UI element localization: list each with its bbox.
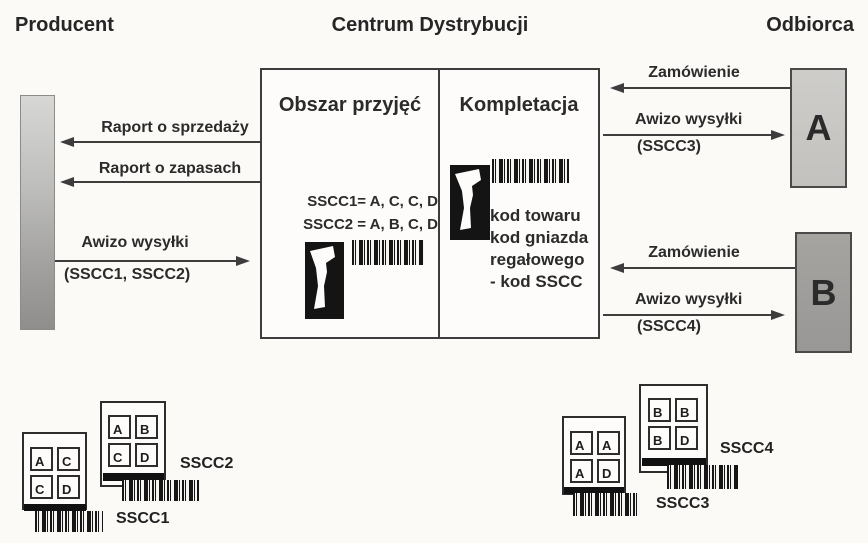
barcode-graphic [352,240,424,265]
receiver-b-order-label: Zamówienie [648,244,740,261]
pallet-sscc2: A B C D [100,401,166,487]
pallet-sscc4-label: SSCC4 [720,440,774,457]
case-letter: D [135,443,158,467]
pallet-cases: A A A D [570,431,620,483]
receiver-b-dispatch-label: Awizo wysyłki [635,291,743,308]
receiver-a-dispatch-label: Awizo wysyłki [635,111,743,128]
arrow-line [621,267,797,269]
pallet-cases: A B C D [108,415,158,467]
arrow-dispatch-a [603,130,785,140]
arrow-line [55,260,239,262]
receiver-a-dispatch-sscc-label: (SSCC3) [637,138,702,155]
receiver-b-letter: B [810,271,837,313]
pallet-cases: A C C D [30,447,80,499]
producer-heading: Producent [15,14,114,36]
sscc1-contents: SSCC1= A, C, C, D [307,193,438,210]
barcode-scanner-icon [450,165,490,240]
sscc3-barcode [573,493,640,516]
sscc4-barcode [667,465,738,489]
pallet-base-bar [564,487,624,494]
arrow-dispatch-b [603,310,785,320]
sscc1-barcode [35,511,103,532]
arrow-sales-report [60,137,260,147]
arrow-line [621,87,790,89]
arrow-head [236,256,250,266]
barcode-graphic [492,159,569,183]
producer-dispatch-sscc-label: (SSCC1, SSCC2) [64,266,191,283]
case-letter: B [648,398,671,422]
pallet-base-bar [642,458,706,466]
case-letter: B [675,398,698,422]
picking-code-line: - kod SSCC [490,272,583,291]
picking-code-line: kod towaru [490,206,581,225]
case-letter: D [597,459,620,483]
arrow-line [603,134,774,136]
sscc2-contents: SSCC2 = A, B, C, D [303,216,438,233]
case-letter: D [675,426,698,450]
picking-codes-text: kod towaru kod gniazda regałowego - kod … [490,205,600,293]
pallet-base-bar [103,473,164,481]
producer-warehouse-bar [20,95,55,330]
receiver-a-letter: A [805,107,832,148]
case-letter: A [570,431,593,455]
case-letter: A [108,415,131,439]
arrow-head [610,83,624,93]
arrow-head [610,263,624,273]
case-letter: B [648,426,671,450]
pallet-sscc3-label: SSCC3 [656,495,710,512]
pallet-sscc2-label: SSCC2 [180,455,234,472]
picking-code-line: regałowego [490,250,585,269]
arrow-order-b [610,263,797,273]
barcode-scanner-icon [305,242,344,319]
sscc-contents-text: SSCC1= A, C, C, D SSCC2 = A, B, C, D [276,190,438,236]
receiver-a-box: A [790,68,847,188]
arrow-line [71,141,260,143]
arrow-head [60,137,74,147]
pallet-cases: B B B D [648,398,698,450]
arrow-producer-dispatch [55,256,250,266]
receiver-b-dispatch-sscc-label: (SSCC4) [637,318,702,335]
picking-code-line: kod gniazda [490,228,589,247]
box-divider [438,70,440,337]
case-letter: B [135,415,158,439]
producer-dispatch-label: Awizo wysyłki [81,234,189,251]
pallet-base-bar [24,504,86,511]
receiver-heading: Odbiorca [766,14,854,36]
arrow-head [771,130,785,140]
case-letter: C [57,447,80,471]
receiver-b-box: B [795,232,852,353]
arrow-order-a [610,83,790,93]
case-letter: C [108,443,131,467]
pallet-sscc1-label: SSCC1 [116,510,170,527]
arrow-stock-report [60,177,260,187]
case-letter: D [57,475,80,499]
arrow-head [60,177,74,187]
picking-area-title: Kompletacja [459,94,579,116]
arrow-head [771,310,785,320]
distribution-center-heading: Centrum Dystrybucji [331,14,529,36]
case-letter: A [570,459,593,483]
stock-report-label: Raport o zapasach [98,160,242,177]
arrow-line [603,314,774,316]
receiver-a-order-label: Zamówienie [648,64,740,81]
pallet-sscc3: A A A D [562,416,626,495]
sscc2-barcode [122,480,200,501]
pallet-sscc1: A C C D [22,432,87,510]
case-letter: A [30,447,53,471]
sales-report-label: Raport o sprzedaży [101,119,249,136]
case-letter: A [597,431,620,455]
arrow-line [71,181,260,183]
distribution-center-box: Obszar przyjęć Kompletacja SSCC1= A, C, … [260,68,600,339]
case-letter: C [30,475,53,499]
receiving-area-title: Obszar przyjęć [278,94,422,116]
